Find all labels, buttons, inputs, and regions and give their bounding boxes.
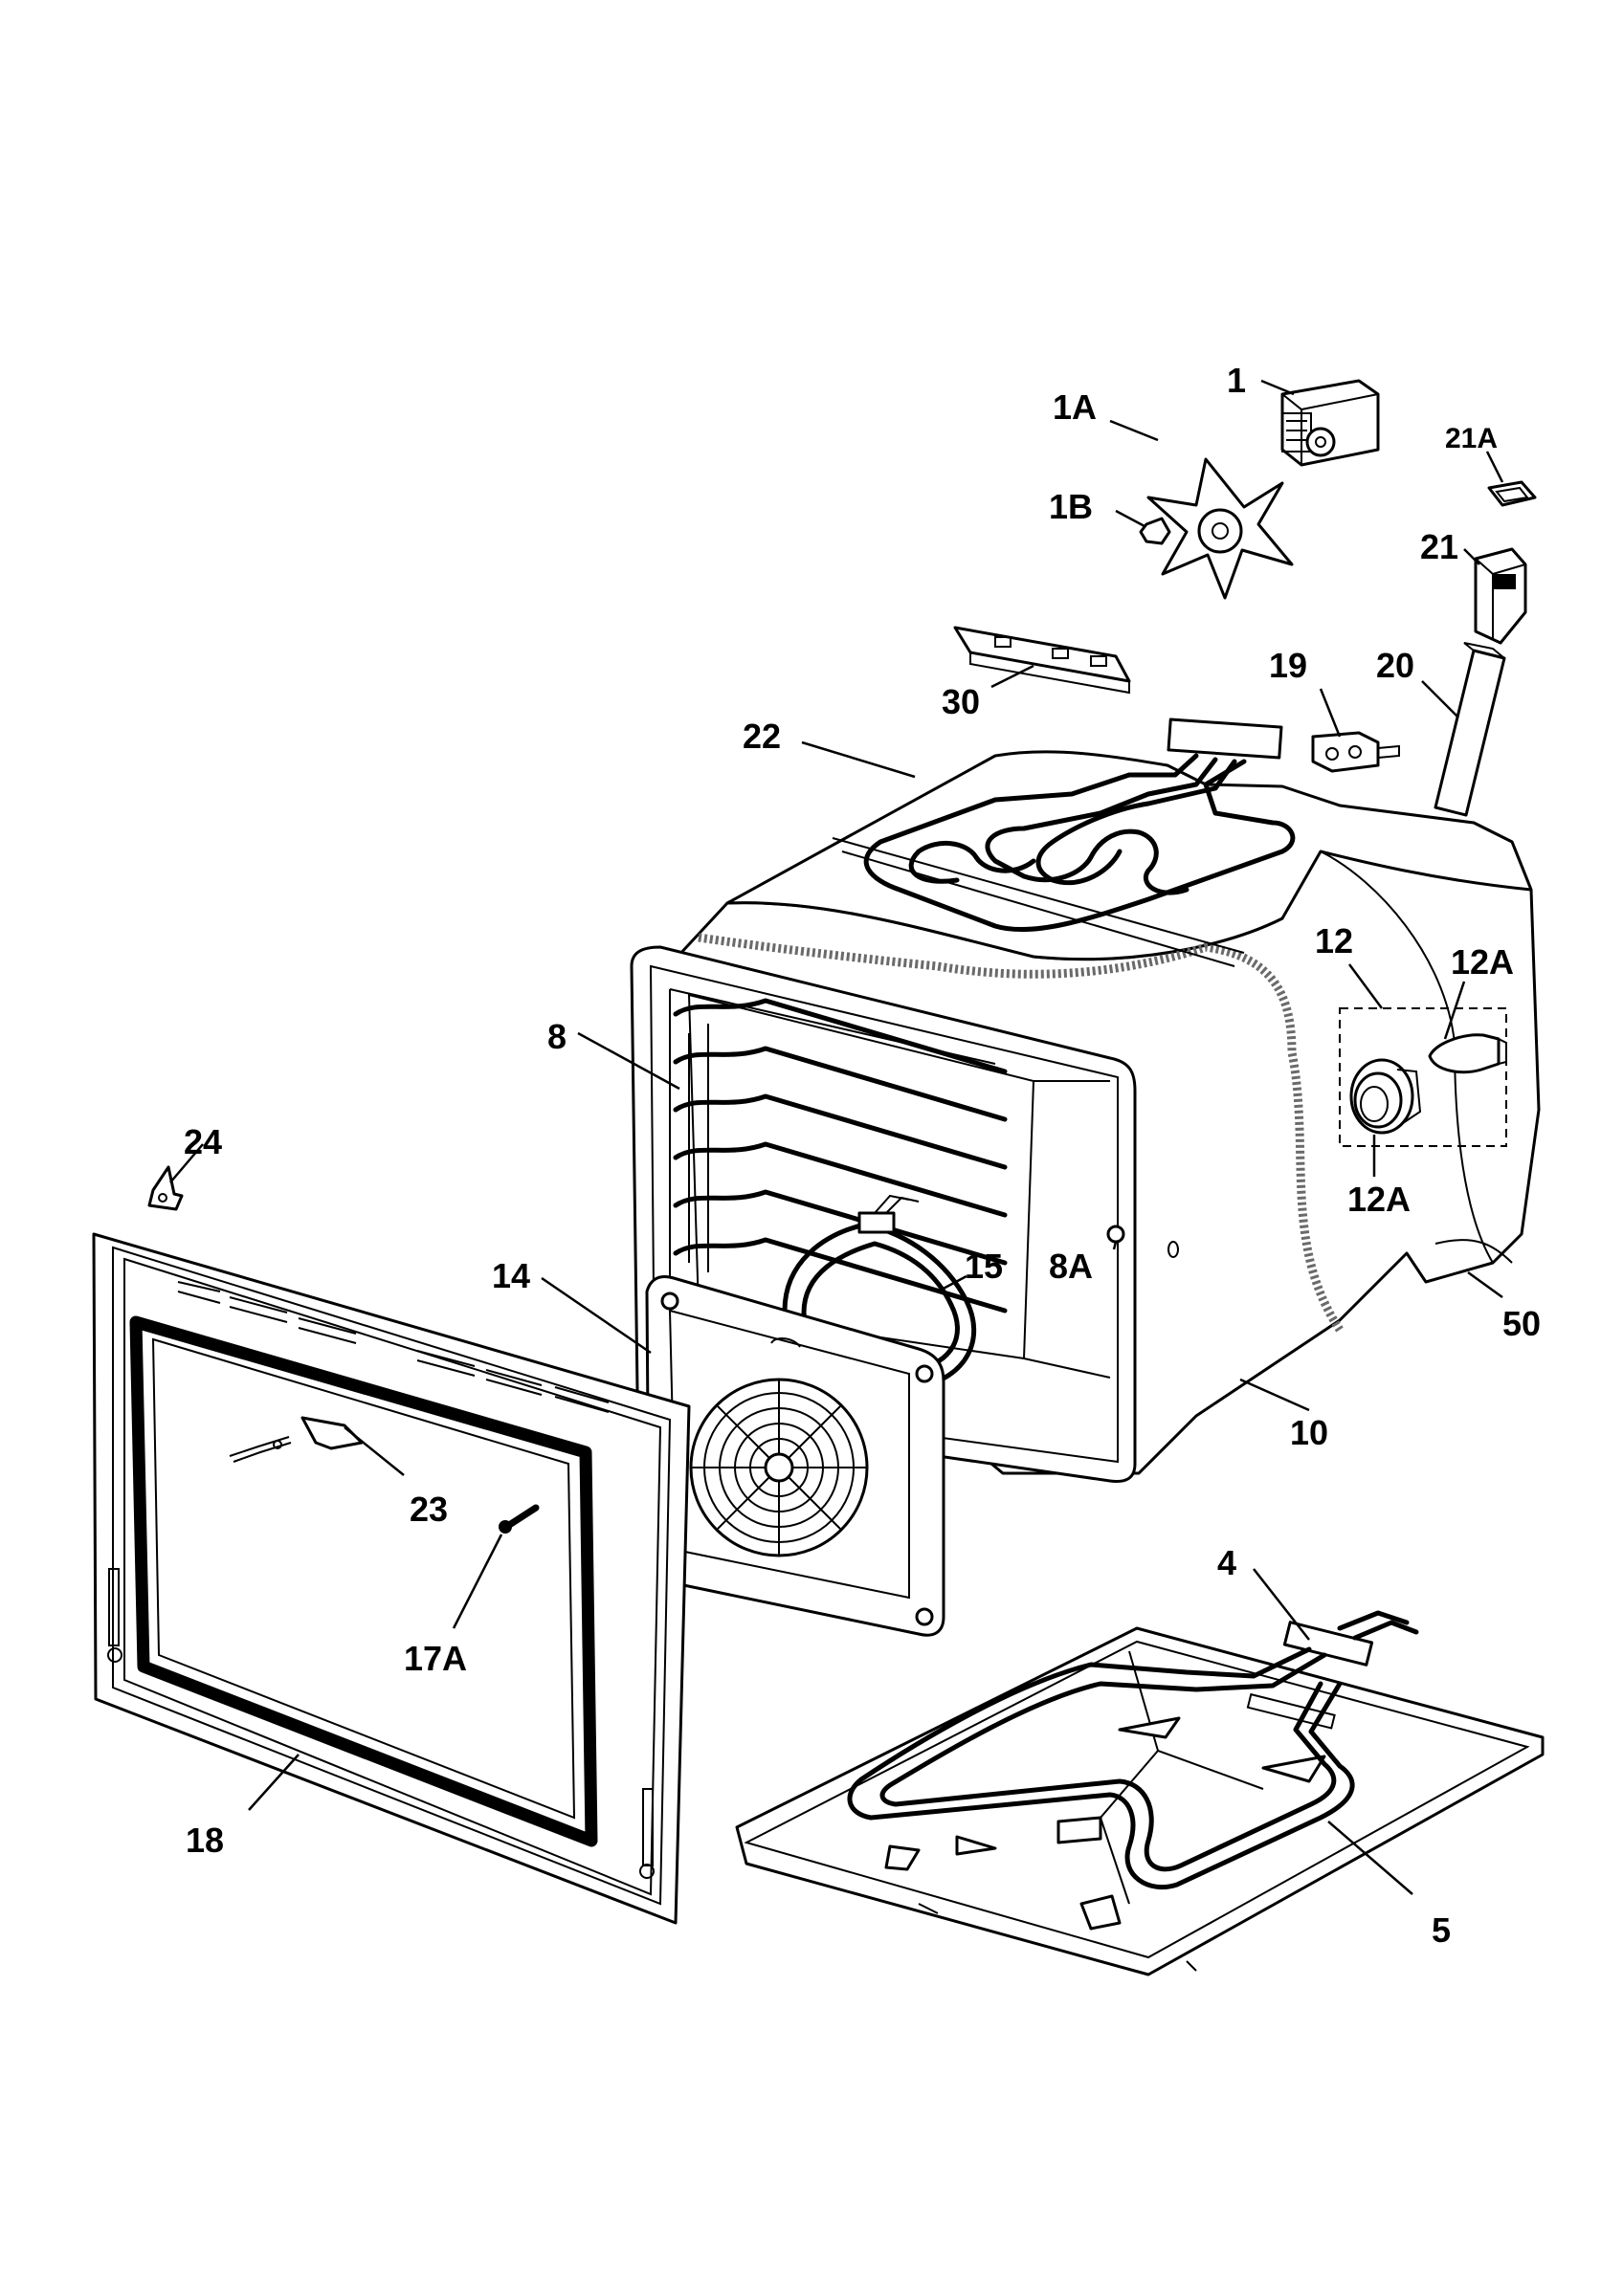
callout-21: 21 — [1420, 527, 1458, 566]
callout-5: 5 — [1432, 1910, 1451, 1950]
callout-1B: 1B — [1049, 487, 1093, 526]
bottom-element-part — [847, 1610, 1419, 1890]
callout-1: 1 — [1227, 361, 1246, 400]
callout-10: 10 — [1290, 1413, 1328, 1452]
callout-labels: 1 1A 1B 21A 21 20 19 30 22 12 12A 12A 8 … — [184, 361, 1541, 1950]
callout-8A: 8A — [1049, 1247, 1093, 1286]
vent-tube-part — [1434, 642, 1506, 817]
vent-clip-part — [1487, 480, 1537, 507]
callout-12: 12 — [1315, 921, 1353, 960]
callout-15: 15 — [965, 1247, 1003, 1286]
insulation-part — [1434, 1239, 1513, 1264]
fan-motor-part — [1280, 379, 1380, 467]
callout-22: 22 — [743, 717, 781, 756]
door-hinge-part — [229, 1416, 364, 1463]
callout-24: 24 — [184, 1122, 222, 1161]
callout-12A-top: 12A — [1451, 942, 1514, 982]
leader-lines — [169, 379, 1504, 1895]
callout-23: 23 — [410, 1490, 448, 1529]
rear-bracket-part — [953, 626, 1131, 695]
grill-element-part — [832, 718, 1296, 967]
thermostat-bracket-part — [1311, 731, 1400, 773]
callout-12A-bottom: 12A — [1347, 1180, 1411, 1219]
fan-nut-part — [1139, 517, 1171, 545]
callout-18: 18 — [186, 1821, 224, 1860]
callout-1A: 1A — [1053, 387, 1097, 427]
callout-14: 14 — [492, 1256, 530, 1295]
vent-cap-part — [1474, 547, 1527, 645]
shelf-runners-part — [669, 988, 1008, 1314]
callout-4: 4 — [1217, 1543, 1236, 1582]
screw-part — [499, 1504, 540, 1534]
callout-20: 20 — [1376, 646, 1414, 685]
callout-21A: 21A — [1445, 423, 1498, 454]
door-frame-part — [92, 1232, 691, 1925]
fan-blade-part — [1146, 457, 1294, 600]
oven-base-part — [735, 1626, 1545, 1976]
callout-19: 19 — [1269, 646, 1307, 685]
callout-50: 50 — [1502, 1304, 1541, 1343]
oven-lamp-assembly-part — [1339, 1007, 1507, 1147]
callout-17A: 17A — [404, 1639, 467, 1678]
callout-8: 8 — [547, 1017, 567, 1056]
callout-30: 30 — [942, 682, 980, 721]
small-bracket-part — [147, 1165, 184, 1211]
